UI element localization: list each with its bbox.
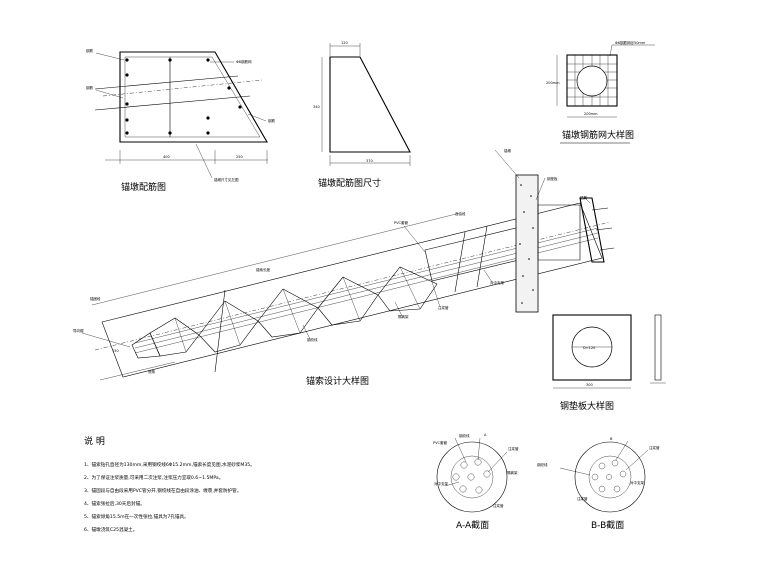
mesh-h-dim: 200mm bbox=[546, 81, 560, 85]
aa-spacer-label: 隔离架 bbox=[507, 470, 518, 475]
beam-note-1: Φ8钢筋网 bbox=[236, 59, 252, 64]
shape-top-dim: 120 bbox=[341, 41, 348, 45]
bb-grout2-label: 注浆管 bbox=[577, 496, 588, 501]
pvc-label: PVC套管 bbox=[394, 220, 408, 225]
anchor-length-label: 锚索长度 bbox=[256, 267, 270, 272]
note-line: 2、为了保证注浆质量,可采用二次注浆,注浆压力宜取0.6~1.5MPa。 bbox=[84, 474, 223, 481]
notes-block: 说 明 1、锚索钻孔直径为130mm,采用钢绞线6Φ15.2mm,锚索长度见图,… bbox=[84, 435, 255, 533]
note-line: 5、锚索倾角15.5m在一次性张拉,锚具为7孔锚具。 bbox=[84, 513, 189, 520]
beam-dims-view: 120 340 370 锚墩配筋图尺寸 bbox=[313, 41, 411, 189]
mesh-note: Φ6钢筋网@50mm bbox=[615, 40, 646, 45]
beam-dim-w2: 250 bbox=[236, 155, 243, 159]
spacer-label: 隔离架 bbox=[398, 314, 409, 319]
beam-dim-w1: 400 bbox=[163, 155, 170, 159]
plate-detail-title: 钢垫板大样图 bbox=[560, 400, 614, 412]
steel-plate-label: 钢垫板 bbox=[547, 176, 558, 181]
beam-rebar-title: 锚墩配筋图 bbox=[121, 181, 166, 193]
notes-heading: 说 明 bbox=[84, 435, 105, 447]
plate-w-dim: 300 bbox=[586, 383, 593, 387]
angle-label: 倾角 bbox=[148, 369, 155, 374]
shape-h-dim: 340 bbox=[313, 105, 320, 109]
aa-center-label: 对中支架 bbox=[434, 481, 448, 486]
note-line: 6、锚墩浇筑C25混凝土。 bbox=[84, 526, 137, 533]
anchor-dia-dim: 150 bbox=[112, 349, 119, 353]
beam-dims-title: 锚墩配筋图尺寸 bbox=[318, 177, 381, 189]
mesh-w-dim: 200mm bbox=[584, 112, 598, 116]
aa-grout2-label: 注浆管 bbox=[493, 503, 504, 508]
rebar-a-label: 钢筋 bbox=[86, 48, 93, 53]
plate-hole-dim: D=120 bbox=[583, 346, 595, 350]
section-aa-title: A-A截面 bbox=[456, 519, 489, 531]
mesh-detail-title: 锚墩钢筋网大样图 bbox=[562, 129, 634, 141]
note-line: 1、锚索钻孔直径为130mm,采用钢绞线6Φ15.2mm,锚索长度见图,水泥砂浆… bbox=[84, 461, 255, 468]
anchor-head-label: 锚具 bbox=[580, 195, 588, 200]
strand-label: 钢绞线 bbox=[307, 337, 318, 342]
anchor-segment-label: 锚固段 bbox=[90, 296, 101, 301]
bb-strand-label: 钢绞线 bbox=[537, 462, 548, 467]
anchor-detail-view: 锚墩 钢垫板 锚具 PVC套管 自由段 锚索长度 锚固段 导向帽 150 倾角 … bbox=[73, 148, 615, 387]
centering-label: 对中支架 bbox=[490, 280, 504, 285]
note-line: 4、锚索张拉后,30天后封锚。 bbox=[84, 500, 145, 507]
beam-bottom-note: 锚墩尺寸见左图 bbox=[214, 177, 239, 182]
bb-center-label: 对中支架 bbox=[630, 480, 644, 485]
beam-note-2: 钢筋 bbox=[268, 118, 276, 123]
beam-rebar-view: 钢筋 钢筋 Φ8钢筋网 钢筋 锚墩尺寸见左图 400 250 锚墩配筋图 bbox=[86, 48, 276, 193]
free-segment-label: 自由段 bbox=[455, 211, 466, 216]
rebar-b-label: 钢筋 bbox=[86, 85, 93, 90]
section-aa: PVC套管 钢绞线 A 注浆管 对中支架 隔离架 注浆管 A-A截面 bbox=[433, 433, 519, 531]
pier-label: 锚墩 bbox=[504, 148, 512, 153]
aa-letter: A bbox=[484, 433, 487, 437]
bb-letter: B bbox=[610, 437, 613, 441]
aa-grout-label: 注浆管 bbox=[508, 446, 519, 451]
cap-label: 导向帽 bbox=[73, 328, 84, 333]
section-bb-title: B-B截面 bbox=[591, 519, 624, 531]
grout-label: 注浆管 bbox=[438, 305, 449, 310]
shape-bottom-dim: 370 bbox=[366, 159, 373, 163]
mesh-detail-view: Φ6钢筋网@50mm 200mm 200mm 锚墩钢筋网大样图 bbox=[546, 40, 655, 144]
anchor-detail-title: 锚索设计大样图 bbox=[306, 375, 369, 387]
aa-pvc-label: PVC套管 bbox=[433, 440, 447, 445]
section-bb: 钢绞线 B 注浆管 对中支架 注浆管 B-B截面 bbox=[537, 437, 660, 531]
note-line: 3、锚固段与自由段采用PVC管分开,钢绞线在自由段涂油、缠裹,并套防护管。 bbox=[84, 487, 241, 494]
bb-grout-label: 注浆管 bbox=[649, 445, 660, 450]
plate-detail-view: D=120 300 钢垫板大样图 bbox=[552, 314, 666, 412]
aa-strand-label: 钢绞线 bbox=[459, 433, 470, 438]
